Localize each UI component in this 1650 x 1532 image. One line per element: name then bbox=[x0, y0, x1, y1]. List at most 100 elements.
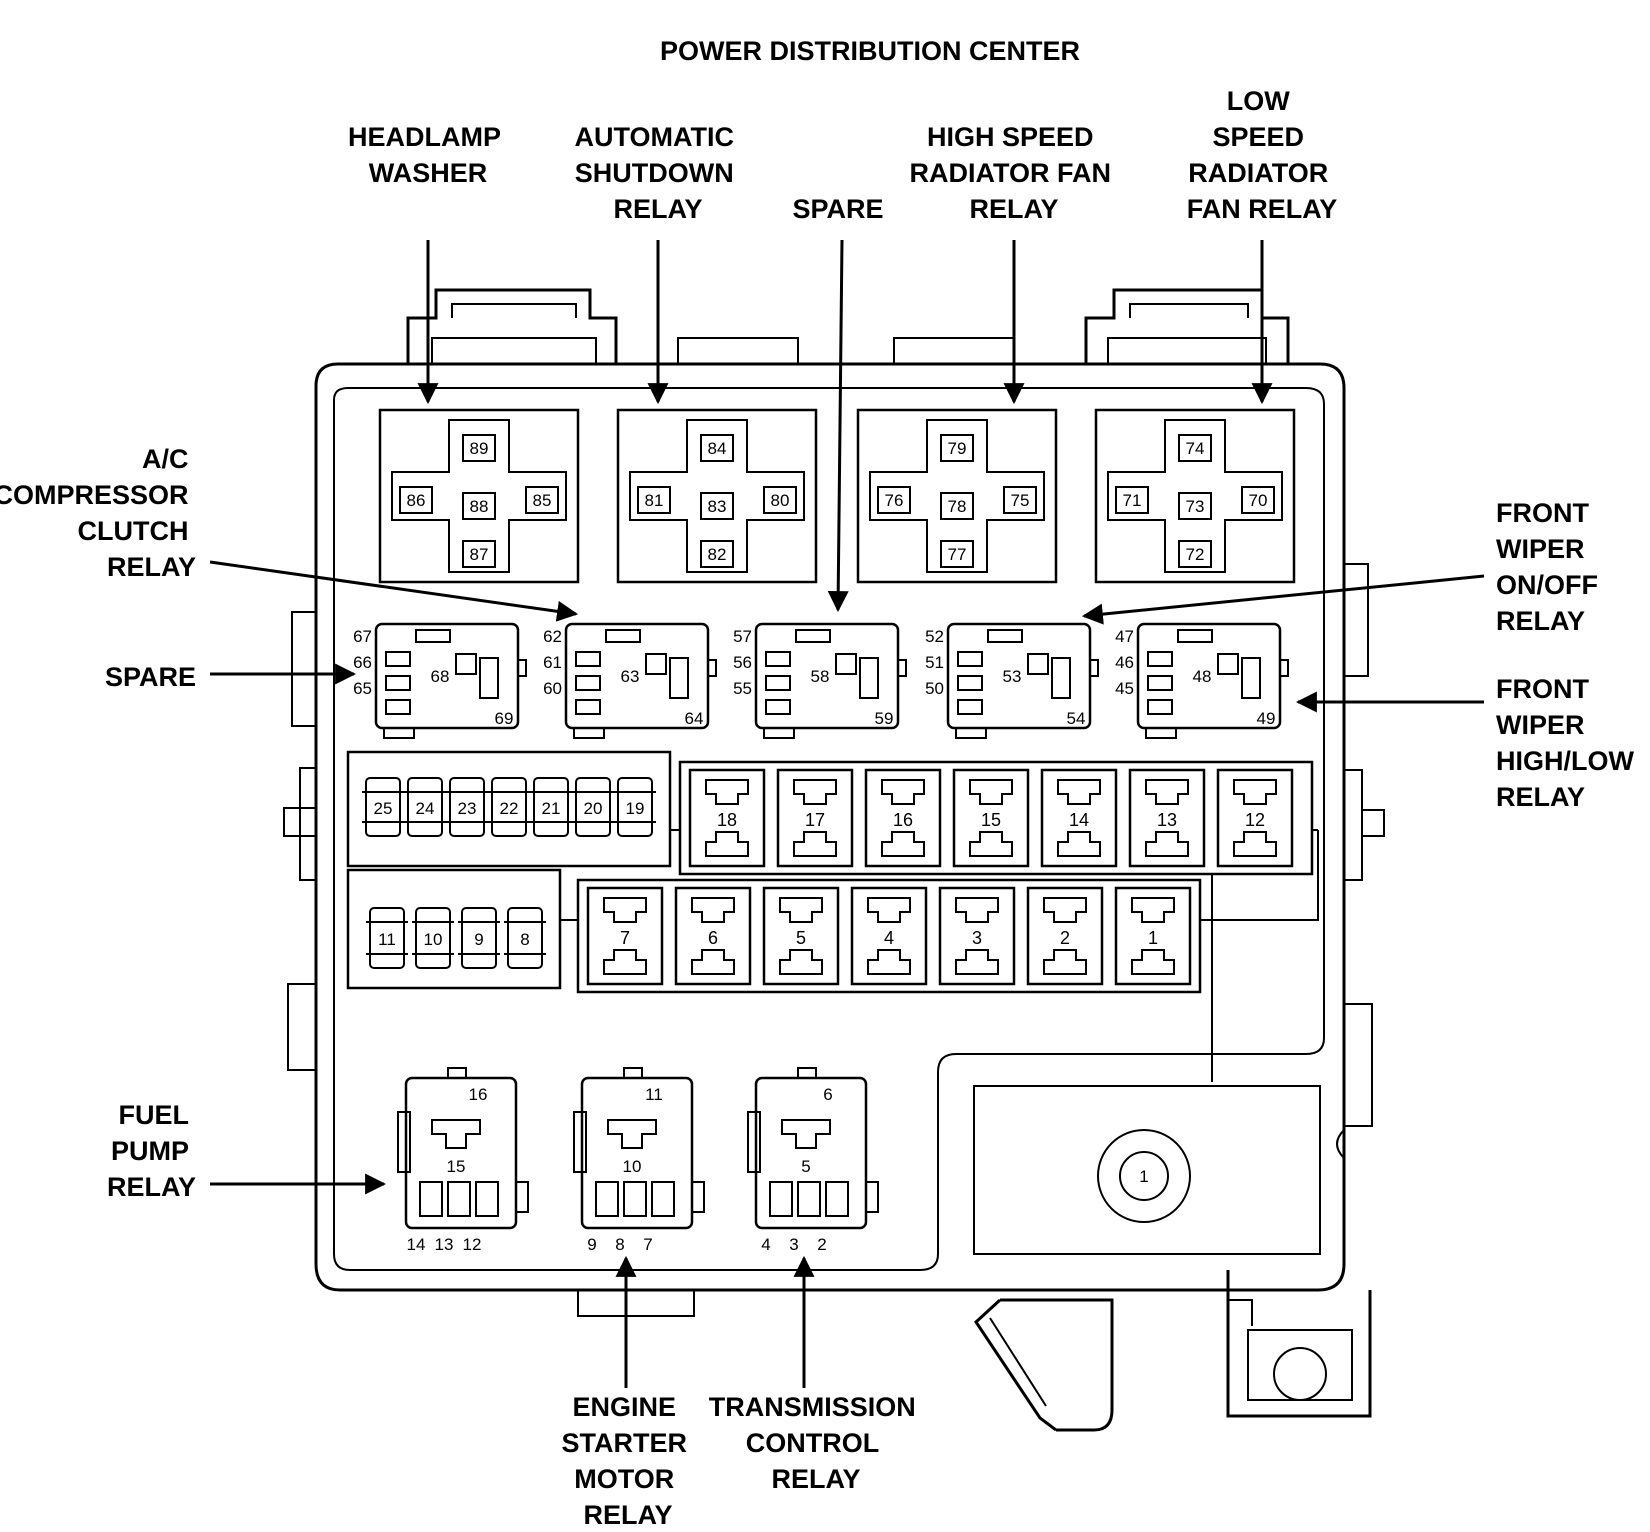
mini-relay-pin: 66 bbox=[353, 653, 372, 672]
relay-pin-left: 71 bbox=[1123, 491, 1142, 510]
mini-relay-row: 6766656869626160636457565558595251505354… bbox=[353, 622, 1289, 739]
relay-pin-left: 76 bbox=[885, 491, 904, 510]
mini-fuse[interactable]: 22 bbox=[488, 777, 530, 837]
mini-fuse-number: 19 bbox=[626, 799, 645, 818]
relay-pin-right: 75 bbox=[1011, 491, 1030, 510]
mini-relay-corner: 64 bbox=[685, 709, 704, 728]
callout-ac-clutch-relay: A/C COMPRESSOR CLUTCH RELAY bbox=[0, 444, 196, 582]
cartridge-fuse[interactable]: 18 bbox=[688, 768, 766, 868]
relay-pin-top: 79 bbox=[948, 439, 967, 458]
cartridge-fuse-number: 5 bbox=[796, 928, 806, 948]
arrow-ac-clutch bbox=[209, 560, 579, 622]
cartridge-fuse[interactable]: 12 bbox=[1216, 768, 1294, 868]
mini-relay-center: 63 bbox=[621, 667, 640, 686]
callout-labels: HEADLAMP WASHER AUTOMATIC SHUTDOWN RELAY… bbox=[0, 86, 1634, 1530]
mini-fuse-number: 21 bbox=[542, 799, 561, 818]
mini-relay-center: 48 bbox=[1193, 667, 1212, 686]
mini-fuse-number: 11 bbox=[378, 930, 396, 949]
cartridge-fuse-number: 12 bbox=[1245, 810, 1265, 830]
callout-wiper-onoff: FRONT WIPER ON/OFF RELAY bbox=[1496, 498, 1606, 636]
relay-pin-top: 74 bbox=[1186, 439, 1205, 458]
cartridge-fuse-number: 7 bbox=[620, 928, 630, 948]
relay-pin-center: 83 bbox=[708, 497, 727, 516]
callout-headlamp-washer: HEADLAMP WASHER bbox=[348, 122, 508, 188]
iso-relay-top-pin: 11 bbox=[645, 1085, 663, 1104]
mini-fuse[interactable]: 24 bbox=[404, 777, 446, 837]
mini-fuse[interactable]: 25 bbox=[362, 777, 404, 837]
relay-pin-bottom: 72 bbox=[1186, 545, 1205, 564]
mini-relay-pin: 55 bbox=[733, 679, 752, 698]
relay-pin-left: 81 bbox=[645, 491, 664, 510]
cartridge-fuse[interactable]: 4 bbox=[850, 886, 928, 986]
mini-fuse[interactable]: 8 bbox=[504, 907, 546, 969]
callout-fuel-pump-relay: FUEL PUMP RELAY bbox=[107, 1100, 196, 1202]
arrow-wiper-onoff bbox=[1081, 574, 1485, 625]
cartridge-fuse-number: 6 bbox=[708, 928, 718, 948]
mini-fuse[interactable]: 10 bbox=[412, 907, 454, 969]
relay-pin-bottom: 87 bbox=[470, 545, 489, 564]
relay-pin-top: 89 bbox=[470, 439, 489, 458]
cartridge-fuse[interactable]: 6 bbox=[674, 886, 752, 986]
cartridge-fuse-group: 18 17 16 15 14 13 12 7 6 5 4 3 2 1 bbox=[586, 768, 1294, 986]
cartridge-fuse[interactable]: 2 bbox=[1026, 886, 1104, 986]
relay-pin-bottom: 82 bbox=[708, 545, 727, 564]
relay-pin-top: 84 bbox=[708, 439, 727, 458]
cartridge-fuse[interactable]: 13 bbox=[1128, 768, 1206, 868]
mini-fuse[interactable]: 11 bbox=[366, 907, 408, 969]
cartridge-fuse-number: 15 bbox=[981, 810, 1001, 830]
leader-arrows bbox=[209, 239, 1485, 1388]
iso-relay-pin: 4 bbox=[761, 1235, 770, 1254]
cartridge-fuse-number: 14 bbox=[1069, 810, 1089, 830]
cartridge-fuse[interactable]: 16 bbox=[864, 768, 942, 868]
cartridge-fuse[interactable]: 1 bbox=[1114, 886, 1192, 986]
callout-asd-relay: AUTOMATIC SHUTDOWN RELAY bbox=[575, 122, 742, 224]
mini-fuse[interactable]: 23 bbox=[446, 777, 488, 837]
mini-relay-corner: 59 bbox=[875, 709, 894, 728]
iso-relay-pin: 13 bbox=[435, 1235, 454, 1254]
mini-relay-center: 68 bbox=[431, 667, 450, 686]
mini-fuse[interactable]: 20 bbox=[572, 777, 614, 837]
callout-spare-top: SPARE bbox=[792, 194, 883, 224]
mini-fuse[interactable]: 21 bbox=[530, 777, 572, 837]
iso-relay-top-pin: 6 bbox=[823, 1085, 832, 1104]
iso-relay-pin: 14 bbox=[407, 1235, 426, 1254]
cartridge-fuse[interactable]: 3 bbox=[938, 886, 1016, 986]
mini-relay-pin: 61 bbox=[543, 653, 562, 672]
cartridge-fuse-number: 3 bbox=[972, 928, 982, 948]
cartridge-fuse-number: 18 bbox=[717, 810, 737, 830]
cartridge-fuse[interactable]: 7 bbox=[586, 886, 664, 986]
mini-fuse-number: 24 bbox=[416, 799, 435, 818]
cartridge-fuse[interactable]: 14 bbox=[1040, 768, 1118, 868]
diagram-title: POWER DISTRIBUTION CENTER bbox=[660, 36, 1080, 66]
iso-relay-pin: 7 bbox=[643, 1235, 652, 1254]
callout-low-speed-fan-relay: LOW SPEED RADIATOR FAN RELAY bbox=[1187, 86, 1338, 224]
iso-relay-pin: 8 bbox=[615, 1235, 624, 1254]
cartridge-fuse-number: 2 bbox=[1060, 928, 1070, 948]
iso-relay-pin: 3 bbox=[789, 1235, 798, 1254]
mini-relay-corner: 54 bbox=[1067, 709, 1086, 728]
mini-fuse[interactable]: 9 bbox=[458, 907, 500, 969]
mini-fuse[interactable]: 19 bbox=[614, 777, 656, 837]
cartridge-fuse-number: 16 bbox=[893, 810, 913, 830]
mini-relay-pin: 57 bbox=[733, 627, 752, 646]
cartridge-fuse[interactable]: 5 bbox=[762, 886, 840, 986]
callout-starter-relay: ENGINE STARTER MOTOR RELAY bbox=[561, 1392, 694, 1530]
iso-relay-mid-pin: 15 bbox=[447, 1157, 466, 1176]
iso-relay-top-pin: 16 bbox=[469, 1085, 488, 1104]
cartridge-fuse[interactable]: 17 bbox=[776, 768, 854, 868]
callout-spare-left: SPARE bbox=[105, 662, 196, 692]
mini-relay-center: 53 bbox=[1003, 667, 1022, 686]
mini-relay-pin: 52 bbox=[925, 627, 944, 646]
cartridge-fuse[interactable]: 15 bbox=[952, 768, 1030, 868]
mini-relay-pin: 65 bbox=[353, 679, 372, 698]
